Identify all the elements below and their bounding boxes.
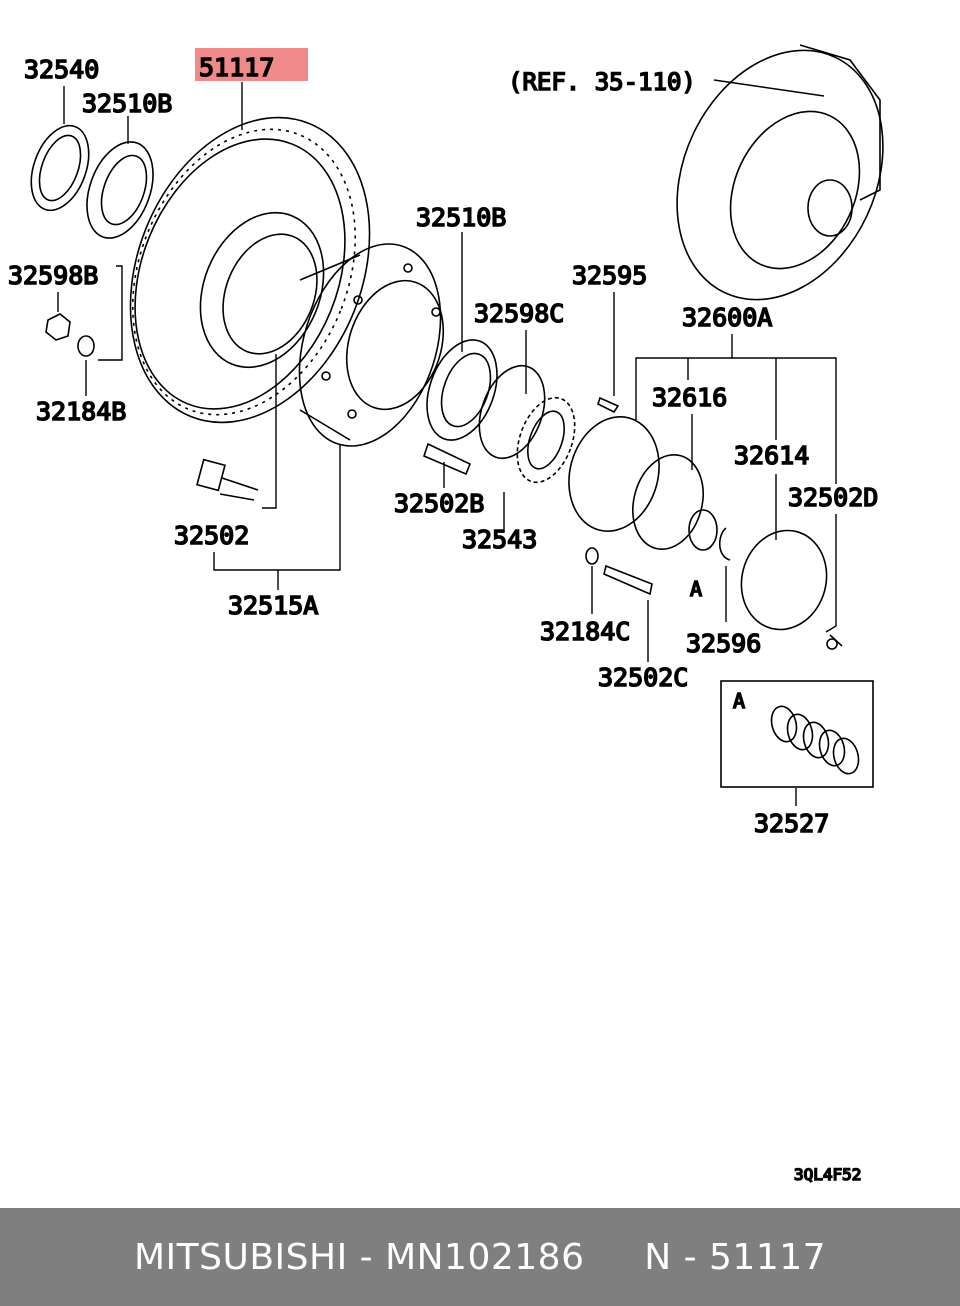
bolt-32502b	[423, 442, 472, 476]
parts-diagram: 51117 32540 32510B 32598B 32184B 32502 3…	[7, 44, 884, 1185]
detail-marker-box: A	[733, 689, 745, 713]
part-label-32598b: 32598B	[8, 261, 98, 290]
part-label-32595: 32595	[572, 261, 647, 290]
part-label-32184c: 32184C	[540, 617, 630, 646]
part-label-32510b-left: 32510B	[82, 89, 172, 118]
leader-lines	[57, 79, 837, 806]
highlight-box	[195, 48, 308, 81]
mid-bearing-set	[426, 339, 576, 484]
part-label-32527: 32527	[754, 809, 829, 838]
drawing-code: 3QL4F52	[794, 1165, 861, 1184]
wheel-hub	[298, 243, 445, 447]
wheel-stud	[196, 458, 259, 501]
footer-bar: MITSUBISHI - MN102186 N - 51117	[0, 1208, 960, 1306]
part-label-32543: 32543	[462, 525, 537, 554]
part-label-51117: 51117	[199, 53, 274, 82]
part-label-32614: 32614	[734, 441, 809, 470]
left-bearing-set	[30, 124, 154, 239]
detail-marker-callout: A	[690, 577, 702, 601]
part-label-32616: 32616	[652, 383, 727, 412]
nut-and-washer	[45, 313, 95, 357]
part-label-32598c: 32598C	[474, 299, 564, 328]
reference-note: (REF. 35-110)	[508, 68, 696, 96]
washer-and-bolt-lower	[585, 547, 653, 596]
reference-brake-assembly	[676, 44, 884, 301]
part-label-32502: 32502	[174, 521, 249, 550]
footer-part-info: MITSUBISHI - MN102186 N - 51117	[133, 1236, 827, 1278]
freewheel-hub-assembly	[568, 416, 843, 650]
part-label-32600a: 32600A	[682, 303, 772, 332]
part-label-32502d: 32502D	[788, 483, 878, 512]
part-label-32540: 32540	[24, 55, 99, 84]
brake-disc	[129, 116, 371, 424]
part-label-32184b: 32184B	[36, 397, 126, 426]
part-label-32596: 32596	[686, 629, 761, 658]
screw-32595	[597, 396, 620, 414]
detail-box-a	[720, 680, 874, 788]
part-label-32502c: 32502C	[598, 663, 688, 692]
exploded-view-drawing: 51117 32540 32510B 32598B 32184B 32502 3…	[7, 44, 884, 1185]
part-label-32510b-mid: 32510B	[416, 203, 506, 232]
part-label-32502b: 32502B	[394, 489, 484, 518]
part-label-32515a: 32515A	[228, 591, 318, 620]
